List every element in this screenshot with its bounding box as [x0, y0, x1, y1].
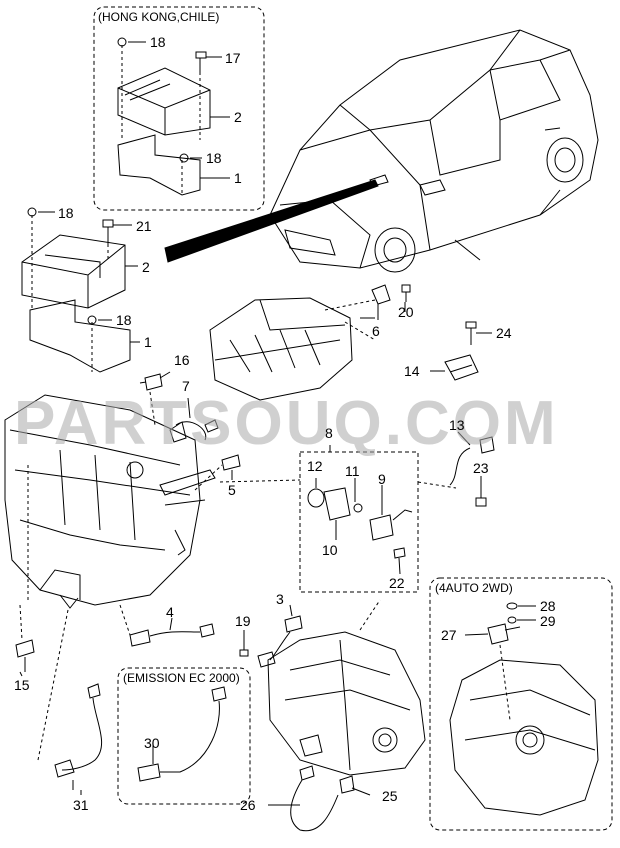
callout-7: 7: [182, 378, 190, 394]
hong-kong-chile-title: (HONG KONG,CHILE): [98, 10, 220, 24]
callout-14: 14: [404, 363, 420, 379]
sensor-30: [160, 686, 227, 773]
callout-2: 2: [142, 259, 150, 275]
auto-2wd-box: [429, 577, 613, 831]
callout-24: 24: [496, 325, 512, 341]
callout-31: 31: [73, 797, 89, 813]
auto-transmission: [449, 602, 599, 816]
callout-20: 20: [398, 304, 414, 320]
callout-15: 15: [14, 677, 30, 693]
sensor-5: [221, 454, 241, 471]
callout-12: 12: [307, 458, 323, 474]
callout-9: 9: [378, 471, 386, 487]
bolt-20: [401, 284, 411, 302]
callout-10: 10: [322, 542, 338, 558]
bolt-24: [465, 321, 477, 345]
callout-11: 11: [345, 463, 360, 479]
emission-box: [117, 667, 251, 805]
bolt-25: [339, 775, 355, 794]
callout-26: 26: [240, 797, 256, 813]
callout-22: 22: [389, 575, 405, 591]
sensor-15: [15, 639, 35, 658]
callout-1: 1: [144, 334, 152, 350]
emission-title: (EMISSION EC 2000): [123, 671, 240, 685]
sensor-26: [290, 765, 339, 832]
sensor-14: [444, 354, 479, 381]
callout-5: 5: [228, 482, 236, 498]
callout-4: 4: [166, 604, 174, 620]
sensor-31: [61, 683, 103, 771]
sensor-16: [139, 373, 163, 391]
watermark: PARTSOUQ.COM: [14, 389, 559, 458]
callout-13: 13: [449, 417, 465, 433]
callout-30: 30: [144, 735, 160, 751]
callout-18: 18: [58, 205, 74, 221]
bolt-19: [239, 649, 249, 657]
group-8-box: [299, 451, 419, 593]
sensor-13: [449, 436, 495, 486]
callout-18: 18: [206, 150, 222, 166]
callout-18: 18: [116, 312, 132, 328]
callout-19: 19: [235, 613, 251, 629]
auto-2wd-title: (4AUTO 2WD): [435, 581, 513, 595]
location-arrow: [164, 179, 379, 263]
callout-28: 28: [540, 598, 556, 614]
callout-29: 29: [540, 613, 556, 629]
callout-16: 16: [174, 352, 190, 368]
sensor-4: [129, 629, 201, 647]
group-8-parts: [219, 445, 413, 575]
callout-3: 3: [276, 591, 284, 607]
callout-17: 17: [225, 50, 241, 66]
callout-6: 6: [372, 323, 380, 339]
engine-block: [4, 394, 216, 609]
callout-8: 8: [325, 425, 333, 441]
callout-23: 23: [473, 460, 489, 476]
vehicle-drawing: [269, 29, 599, 273]
sensor-3: [269, 615, 303, 661]
callout-25: 25: [382, 788, 398, 804]
callout-21: 21: [136, 218, 152, 234]
callout-1: 1: [234, 170, 242, 186]
ecu-main: [21, 207, 140, 373]
callout-27: 27: [441, 627, 457, 643]
bracket-6: [371, 284, 391, 305]
callout-2: 2: [234, 109, 242, 125]
callout-18: 18: [150, 34, 166, 50]
intake-manifold: [209, 297, 376, 401]
transmission: [267, 599, 426, 776]
sensor-7: [169, 421, 207, 443]
bolt-23: [475, 497, 487, 507]
ecu-hk-chile: [117, 37, 230, 196]
